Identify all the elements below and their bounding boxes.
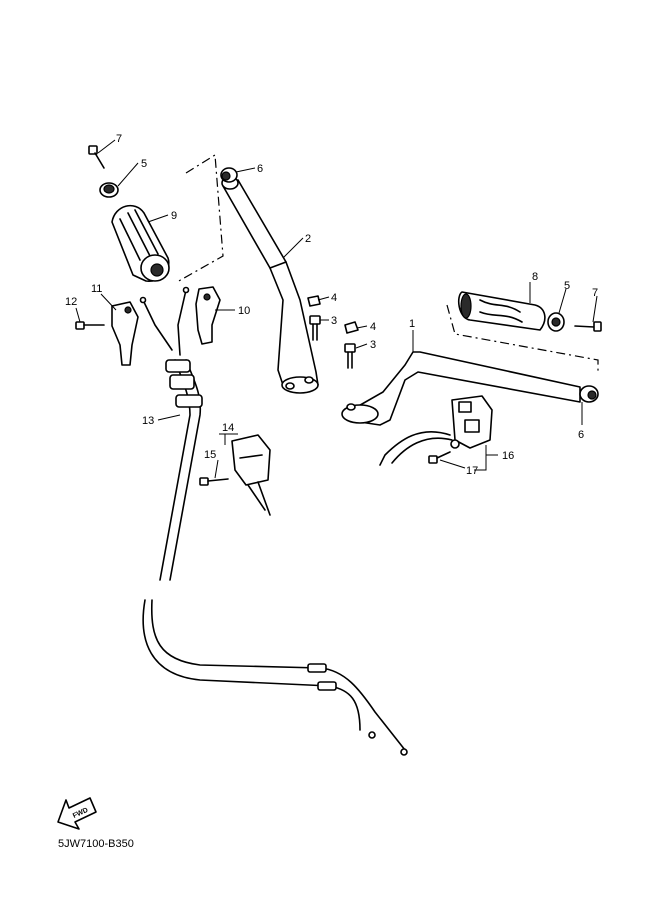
cap-4-left bbox=[307, 295, 321, 307]
left-handlebar bbox=[221, 176, 319, 394]
bolt-7-right bbox=[574, 321, 602, 332]
callout-2: 2 bbox=[305, 233, 311, 245]
screw-17 bbox=[428, 451, 451, 464]
callout-13: 13 bbox=[142, 415, 154, 427]
forward-arrow-icon: FWD bbox=[57, 797, 97, 830]
callout-labels: 7 5 9 6 2 4 3 4 3 1 8 5 7 6 11 12 10 13 … bbox=[65, 133, 598, 477]
screw-15 bbox=[199, 477, 229, 486]
right-grip bbox=[457, 291, 546, 331]
callout-7b: 7 bbox=[592, 287, 598, 299]
callout-16: 16 bbox=[502, 450, 514, 462]
callout-10: 10 bbox=[238, 305, 250, 317]
screw-12 bbox=[75, 321, 105, 330]
throttle-housing-upper bbox=[195, 286, 221, 345]
callout-6b: 6 bbox=[578, 429, 584, 441]
assembly-bracket-right bbox=[446, 304, 599, 372]
callout-4b: 4 bbox=[370, 321, 376, 333]
throttle-housing-lower bbox=[111, 301, 139, 366]
throttle-cable-end-b bbox=[177, 289, 187, 356]
callout-8: 8 bbox=[532, 271, 538, 283]
bolt-7-left bbox=[88, 145, 105, 169]
bar-end-5-right bbox=[547, 312, 565, 332]
callout-6a: 6 bbox=[257, 163, 263, 175]
bar-end-5-left bbox=[99, 182, 119, 198]
callout-1: 1 bbox=[409, 318, 415, 330]
throttle-cable-end-a bbox=[142, 299, 173, 351]
callout-12: 12 bbox=[65, 296, 77, 308]
callout-7a: 7 bbox=[116, 133, 122, 145]
diagram-code: 5JW7100-B350 bbox=[58, 838, 134, 850]
callout-14: 14 bbox=[222, 422, 234, 434]
bolt-3-right bbox=[344, 343, 356, 369]
cap-4-right bbox=[344, 321, 359, 334]
callout-15: 15 bbox=[204, 449, 216, 461]
left-grip bbox=[111, 204, 170, 282]
assembly-bracket-left bbox=[176, 153, 224, 283]
callout-17: 17 bbox=[466, 465, 478, 477]
bolt-3-left bbox=[309, 315, 321, 341]
throttle-cables bbox=[142, 359, 408, 756]
callout-11: 11 bbox=[91, 283, 102, 295]
callout-4a: 4 bbox=[331, 292, 337, 304]
callout-5b: 5 bbox=[564, 280, 570, 292]
callout-3b: 3 bbox=[370, 339, 376, 351]
bar-end-weight-left bbox=[220, 167, 238, 183]
leader-lines bbox=[75, 139, 598, 479]
callout-9: 9 bbox=[171, 210, 177, 222]
right-switch-housing bbox=[379, 395, 493, 466]
starter-switch-holder bbox=[231, 434, 271, 516]
right-handlebar bbox=[341, 351, 581, 426]
bar-end-weight-right bbox=[579, 385, 599, 403]
callout-5a: 5 bbox=[141, 158, 147, 170]
callout-3a: 3 bbox=[331, 315, 337, 327]
